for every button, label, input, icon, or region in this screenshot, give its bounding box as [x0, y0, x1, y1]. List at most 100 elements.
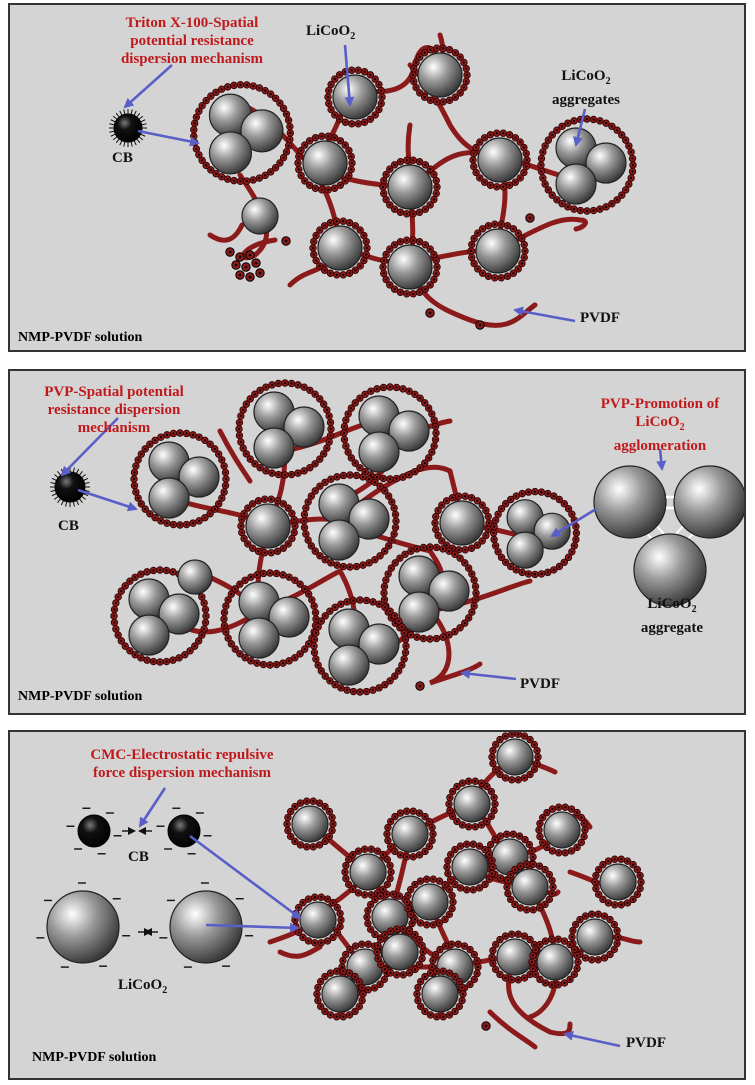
- polymer-bead-core: [528, 973, 532, 976]
- free-polymer-bead-core: [228, 250, 232, 254]
- polymer-bead-core: [323, 975, 327, 978]
- polymer-bead-core: [389, 870, 393, 874]
- polymer-bead-core: [145, 659, 149, 662]
- polymer-bead-core: [541, 841, 544, 844]
- polymer-bead-core: [214, 91, 218, 94]
- polymer-bead-core: [610, 202, 613, 205]
- free-polymer-bead-core: [418, 684, 422, 688]
- polymer-bead-core: [245, 452, 248, 455]
- polymer-bead-core: [297, 931, 300, 934]
- polymer-bead-core: [322, 452, 325, 455]
- polymer-bead-core: [363, 848, 366, 851]
- polymer-bead-core: [485, 820, 489, 823]
- polymer-bead-core: [521, 571, 524, 574]
- polymer-bead-core: [613, 923, 616, 926]
- polymer-bead-core: [547, 188, 550, 191]
- polymer-bead-core: [388, 167, 391, 171]
- polymer-bead-core: [120, 639, 123, 642]
- surfactant-tail: [109, 123, 115, 126]
- free-polymer-bead-core: [238, 273, 242, 277]
- polymer-bead-core: [296, 161, 300, 165]
- polymer-bead-core: [289, 810, 292, 813]
- polymer-bead-core: [474, 591, 478, 595]
- polymer-bead-core: [314, 393, 317, 396]
- polymer-bead-core: [307, 539, 310, 542]
- polymer-bead-core: [338, 925, 342, 928]
- adsorbed-polymer-ring: [445, 777, 499, 831]
- polymer-bead-core: [459, 91, 462, 95]
- polymer-bead-core: [575, 811, 579, 814]
- polymer-bead-core: [465, 67, 468, 70]
- diagram-pvp: [50, 379, 744, 696]
- polymer-bead-core: [514, 181, 517, 184]
- polymer-bead-core: [488, 853, 491, 856]
- polymer-bead-core: [381, 853, 385, 856]
- polymer-bead-core: [409, 888, 412, 891]
- surfactant-tail: [140, 133, 146, 137]
- polymer-bead-core: [303, 386, 306, 389]
- licoo2-particle: [555, 163, 597, 205]
- polymer-bead-core: [464, 495, 467, 498]
- polymer-bead-core: [563, 561, 566, 564]
- polymer-bead-core: [152, 569, 155, 572]
- polymer-bead-core: [570, 513, 573, 516]
- polymer-bead-core: [432, 923, 435, 926]
- polymer-bead-core: [624, 139, 627, 142]
- adsorbed-polymer-ring: [535, 803, 589, 857]
- polymer-bead-core: [631, 898, 635, 901]
- polymer-bead-core: [480, 823, 483, 827]
- polymer-bead-core: [338, 912, 342, 915]
- polymer-bead-core: [348, 1013, 351, 1017]
- polymer-bead-core: [506, 224, 509, 227]
- polymer-bead-core: [373, 481, 376, 484]
- polymer-bead-core: [383, 978, 386, 981]
- polymer-bead-core: [427, 407, 430, 410]
- polymer-bead-core: [318, 485, 321, 488]
- polymer-bead-core: [314, 611, 317, 614]
- polymer-bead-core: [470, 611, 473, 614]
- polymer-bead-core: [627, 183, 630, 186]
- polymer-bead-core: [551, 849, 554, 853]
- cb-label: CB: [58, 518, 79, 534]
- polymer-bead-core: [158, 568, 162, 572]
- polymer-bead-core: [313, 896, 316, 899]
- polymer-bead-core: [329, 421, 332, 424]
- polymer-bead-core: [317, 664, 320, 667]
- polymer-bead-core: [543, 903, 547, 906]
- pointer-arrow: [205, 922, 300, 933]
- polymer-bead-core: [373, 898, 377, 901]
- polymer-bead-core: [363, 893, 366, 896]
- polymer-bead-core: [209, 443, 212, 446]
- licoo2-particle: [241, 197, 279, 235]
- polymer-bead-core: [630, 176, 633, 180]
- polymer-bead-core: [323, 1010, 327, 1013]
- polymer-bead-core: [627, 144, 630, 147]
- polymer-bead-core: [328, 835, 331, 838]
- polymer-bead-core: [546, 492, 549, 495]
- polymer-bead-core: [369, 73, 372, 76]
- polymer-bead-core: [285, 113, 288, 116]
- licoo2-particle: [391, 815, 429, 853]
- polymer-bead-core: [238, 434, 241, 437]
- polymer-bead-core: [487, 515, 490, 518]
- polymer-bead-core: [312, 845, 315, 848]
- polymer-bead-core: [435, 185, 439, 189]
- polymer-bead-core: [570, 550, 573, 553]
- licoo2-particle: [358, 431, 400, 473]
- polymer-bead-core: [375, 476, 379, 479]
- polymer-bead-core: [523, 243, 526, 246]
- polymer-bead-core: [399, 811, 402, 815]
- polymer-bead-core: [224, 630, 227, 634]
- polymer-bead-core: [392, 893, 395, 896]
- polymer-bead-core: [224, 604, 227, 608]
- polymer-bead-core: [514, 136, 517, 139]
- polymer-bead-core: [382, 477, 385, 480]
- polymer-bead-core: [314, 234, 318, 237]
- polymer-bead-core: [454, 51, 457, 54]
- surfactant-tail: [123, 109, 126, 115]
- polymer-bead-core: [412, 810, 415, 813]
- polymer-bead-core: [405, 810, 408, 813]
- polymer-bead-core: [401, 476, 405, 479]
- pvdf-chain: [487, 1009, 538, 1050]
- polymer-bead-core: [541, 150, 544, 154]
